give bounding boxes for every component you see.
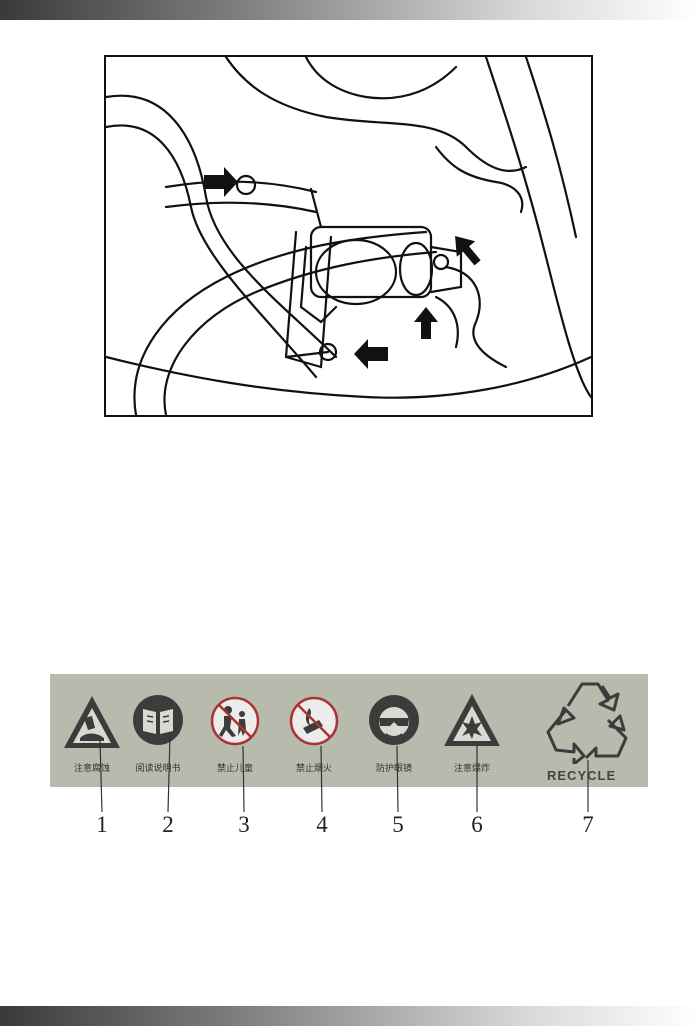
callout-number-6: 6 [471,812,483,837]
callout-number-4: 4 [316,812,328,837]
label-caption-1: 注意腐蚀 [73,764,110,774]
explosion-warning-icon [444,694,500,746]
eye-protection-icon [369,695,419,745]
corrosive-warning-icon [64,696,120,748]
label-caption-3: 禁止儿童 [216,764,253,774]
label-caption-4: 禁止烟火 [295,764,332,774]
callout-number-3: 3 [238,812,250,837]
recycle-text: RECYCLE [547,768,617,783]
recycle-icon [546,682,628,764]
callout-number-1: 1 [96,812,108,837]
callout-number-2: 2 [162,812,174,837]
no-fire-icon [289,696,339,746]
callout-number-5: 5 [392,812,404,837]
starter-motor-drawing [106,57,591,415]
label-caption-2: 阅读说明书 [135,764,181,774]
header-gradient-bar [0,0,698,20]
safety-label-strip: 注意腐蚀 阅读说明书 禁止儿童 禁止烟火 防护眼镜 注意爆炸 [50,674,648,787]
label-caption-6: 注意爆炸 [453,764,490,774]
callout-number-7: 7 [582,812,594,837]
read-manual-icon [133,695,183,745]
no-children-icon [210,696,260,746]
label-caption-5: 防护眼镜 [375,764,412,774]
footer-gradient-bar [0,1006,698,1026]
starter-motor-illustration [104,55,593,417]
